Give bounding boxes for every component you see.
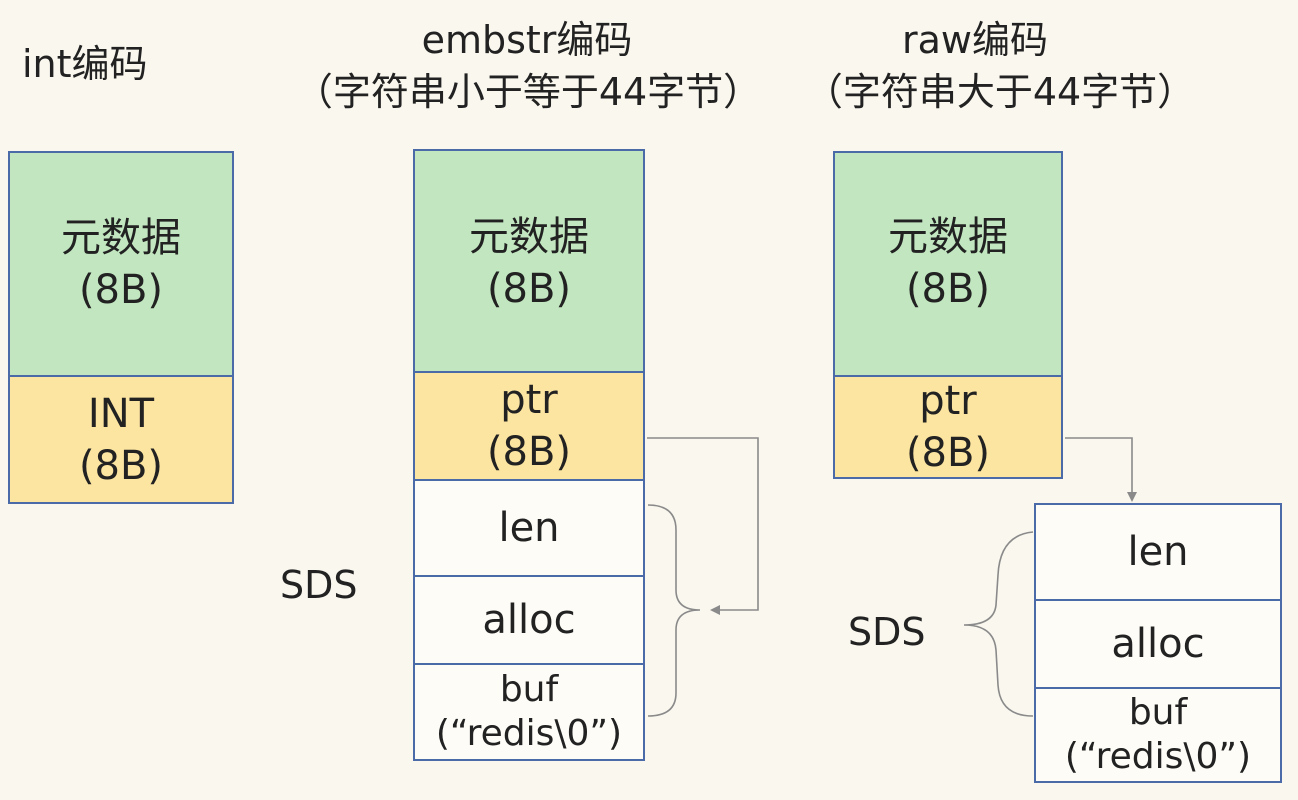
int-metadata-size: (8B): [78, 267, 164, 313]
raw-sds-label: SDS: [848, 610, 926, 654]
embstr-metadata-block: 元数据 (8B): [413, 149, 645, 377]
int-value-label: INT: [87, 390, 155, 437]
raw-encoding-title: raw编码: [902, 18, 1048, 62]
embstr-metadata-size: (8B): [486, 266, 572, 312]
raw-metadata-block: 元数据 (8B): [833, 151, 1063, 377]
int-value-size: (8B): [78, 442, 164, 489]
embstr-encoding-title: embstr编码: [421, 18, 633, 62]
int-metadata-block: 元数据 (8B): [8, 151, 234, 377]
raw-encoding-subtitle: （字符串大于44字节）: [804, 70, 1196, 114]
embstr-metadata-label: 元数据: [469, 214, 589, 260]
int-encoding-title: int编码: [22, 42, 148, 86]
raw-alloc-label: alloc: [1111, 621, 1205, 667]
embstr-buf-block: buf (“redis\0”): [413, 663, 645, 761]
raw-ptr-label: ptr: [919, 378, 977, 424]
raw-buf-content: (“redis\0”): [1064, 736, 1252, 777]
raw-buf-block: buf (“redis\0”): [1034, 687, 1282, 783]
embstr-len-label: len: [498, 505, 560, 551]
embstr-ptr-block: ptr (8B): [413, 371, 645, 481]
embstr-buf-label: buf: [499, 669, 559, 710]
raw-buf-label: buf: [1128, 692, 1188, 733]
embstr-ptr-label: ptr: [500, 377, 558, 423]
raw-ptr-arrow: [1065, 437, 1137, 502]
embstr-buf-content: (“redis\0”): [435, 713, 623, 754]
raw-alloc-block: alloc: [1034, 599, 1282, 689]
embstr-alloc-block: alloc: [413, 575, 645, 665]
raw-metadata-size: (8B): [905, 266, 991, 312]
embstr-encoding-subtitle: （字符串小于等于44字节）: [294, 70, 762, 114]
raw-len-label: len: [1127, 529, 1189, 575]
raw-ptr-size: (8B): [905, 430, 991, 476]
raw-metadata-label: 元数据: [888, 214, 1008, 260]
embstr-ptr-arrow: [647, 437, 759, 615]
embstr-ptr-size: (8B): [486, 429, 572, 475]
int-metadata-label: 元数据: [61, 215, 181, 261]
int-value-block: INT (8B): [8, 375, 234, 504]
raw-sds-brace: [963, 531, 1034, 717]
embstr-sds-label: SDS: [280, 563, 358, 607]
embstr-sds-brace: [647, 504, 701, 717]
raw-ptr-block: ptr (8B): [833, 375, 1063, 479]
embstr-alloc-label: alloc: [482, 597, 576, 643]
